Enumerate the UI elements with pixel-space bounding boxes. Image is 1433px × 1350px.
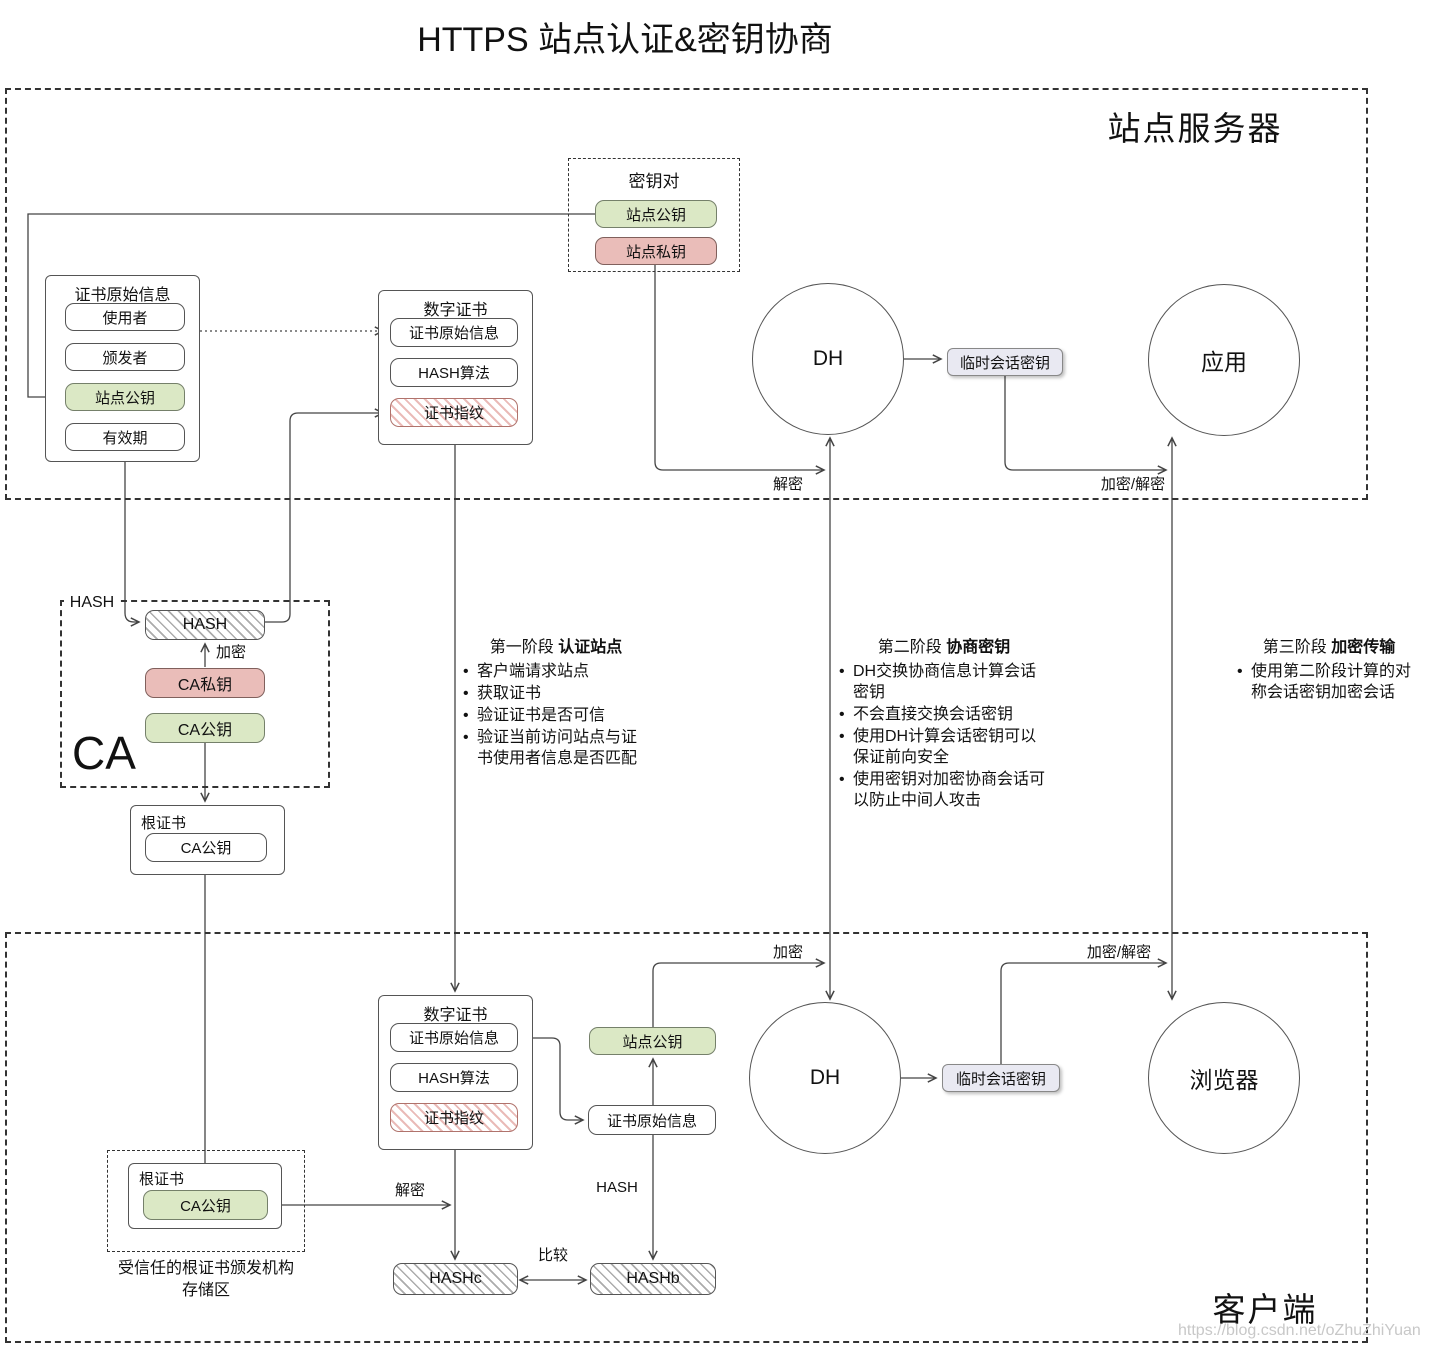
cert-info-issuer: 颁发者 [65, 343, 185, 371]
cert-info-subject: 使用者 [65, 303, 185, 331]
stage3-notes: 第三阶段 加密传输 使用第二阶段计算的对称会话密钥加密会话 [1234, 637, 1424, 704]
server-session-key: 临时会话密钥 [947, 348, 1063, 376]
trusted-store-caption-line2: 存储区 [181, 1282, 230, 1299]
client-browser-circle: 浏览器 [1148, 1002, 1300, 1154]
server-digital-cert-title: 数字证书 [423, 302, 488, 319]
server-site-public-key: 站点公钥 [595, 200, 717, 228]
keypair-title: 密钥对 [628, 172, 680, 191]
stage3-prefix: 第三阶段 [1262, 639, 1332, 656]
ca-public-key: CA公钥 [145, 713, 265, 743]
server-encdec-label: 加密/解密 [1100, 476, 1166, 493]
ca-label: CA [72, 727, 136, 779]
stage3-bullet-list: 使用第二阶段计算的对称会话密钥加密会话 [1234, 661, 1424, 703]
trusted-ca-public-key: CA公钥 [143, 1190, 268, 1220]
server-cert-fingerprint: 证书指纹 [390, 398, 518, 427]
client-zone-label: 客户端 [1212, 1291, 1318, 1328]
ca-hash-corner-label: HASH [64, 594, 120, 612]
ca-private-key: CA私钥 [145, 668, 265, 698]
stage2-bullet: DH交换协商信息计算会话密钥 [836, 661, 1052, 703]
client-encrypt-label: 加密 [772, 944, 803, 961]
server-site-private-key: 站点私钥 [595, 237, 717, 265]
client-zone-border [5, 932, 1368, 1343]
stage2-emphasis: 协商密钥 [946, 639, 1011, 656]
trusted-store-border [107, 1150, 305, 1252]
stage1-bullet-list: 客户端请求站点 获取证书 验证证书是否可信 验证当前访问站点与证书使用者信息是否… [460, 661, 652, 769]
stage2-bullet: 使用DH计算会话密钥可以保证前向安全 [836, 726, 1052, 768]
server-app-circle: 应用 [1148, 284, 1300, 436]
stage1-bullet: 获取证书 [460, 683, 652, 704]
hash-c-box: HASHc [393, 1263, 518, 1295]
client-cert-fingerprint: 证书指纹 [390, 1103, 518, 1132]
stage1-emphasis: 认证站点 [558, 639, 623, 656]
client-hash-label: HASH [596, 1179, 638, 1196]
stage1-title: 第一阶段 认证站点 [460, 637, 652, 658]
stage1-bullet: 客户端请求站点 [460, 661, 652, 682]
client-session-key: 临时会话密钥 [942, 1064, 1060, 1092]
client-cert-original-info: 证书原始信息 [588, 1105, 716, 1135]
server-cert-item-hash-alg: HASH算法 [390, 358, 518, 387]
stage3-title: 第三阶段 加密传输 [1234, 637, 1424, 658]
cert-original-info-title: 证书原始信息 [74, 287, 171, 304]
root-cert-public-key: CA公钥 [145, 833, 267, 862]
ca-hash-box: HASH [145, 610, 265, 640]
stage2-bullet: 使用密钥对加密协商会话可以防止中间人攻击 [836, 769, 1052, 811]
ca-zone-border [60, 600, 330, 788]
server-zone-border [5, 88, 1368, 500]
hash-b-box: HASHb [590, 1263, 716, 1295]
stage2-notes: 第二阶段 协商密钥 DH交换协商信息计算会话密钥 不会直接交换会话密钥 使用DH… [836, 637, 1052, 812]
keypair-box [568, 158, 740, 272]
server-dh-circle: DH [752, 283, 904, 435]
server-cert-item-info: 证书原始信息 [390, 318, 518, 347]
stage1-bullet: 验证当前访问站点与证书使用者信息是否匹配 [460, 727, 652, 769]
stage3-bullet: 使用第二阶段计算的对称会话密钥加密会话 [1234, 661, 1424, 703]
trusted-store-caption-line1: 受信任的根证书颁发机构 [117, 1260, 294, 1277]
stage1-notes: 第一阶段 认证站点 客户端请求站点 获取证书 验证证书是否可信 验证当前访问站点… [460, 637, 652, 770]
client-digital-cert-title: 数字证书 [423, 1007, 488, 1024]
client-cert-item-hash-alg: HASH算法 [390, 1063, 518, 1092]
stage1-bullet: 验证证书是否可信 [460, 705, 652, 726]
client-cert-item-info: 证书原始信息 [390, 1023, 518, 1052]
ca-encrypt-label: 加密 [216, 644, 247, 661]
cert-info-validity: 有效期 [65, 423, 185, 451]
stage2-bullet: 不会直接交换会话密钥 [836, 704, 1052, 725]
client-dh-circle: DH [749, 1002, 901, 1154]
client-encdec-label: 加密/解密 [1086, 944, 1152, 961]
stage1-prefix: 第一阶段 [489, 639, 559, 656]
compare-label: 比较 [537, 1247, 568, 1264]
page-title: HTTPS 站点认证&密钥协商 [417, 21, 833, 59]
watermark: https://blog.csdn.net/oZhuZhiYuan [1178, 1322, 1421, 1339]
client-site-public-key: 站点公钥 [589, 1027, 716, 1055]
trusted-root-cert-title: 根证书 [139, 1171, 185, 1188]
server-zone-label: 站点服务器 [1107, 110, 1283, 147]
cert-info-site-public-key: 站点公钥 [65, 383, 185, 411]
trusted-store-caption: 受信任的根证书颁发机构 存储区 [90, 1258, 322, 1302]
stage2-bullet-list: DH交换协商信息计算会话密钥 不会直接交换会话密钥 使用DH计算会话密钥可以保证… [836, 661, 1052, 811]
root-cert-title: 根证书 [141, 815, 187, 832]
server-decrypt-label: 解密 [772, 476, 803, 493]
stage3-emphasis: 加密传输 [1331, 639, 1396, 656]
stage2-prefix: 第二阶段 [877, 639, 947, 656]
stage2-title: 第二阶段 协商密钥 [836, 637, 1052, 658]
client-decrypt-label: 解密 [394, 1182, 425, 1199]
